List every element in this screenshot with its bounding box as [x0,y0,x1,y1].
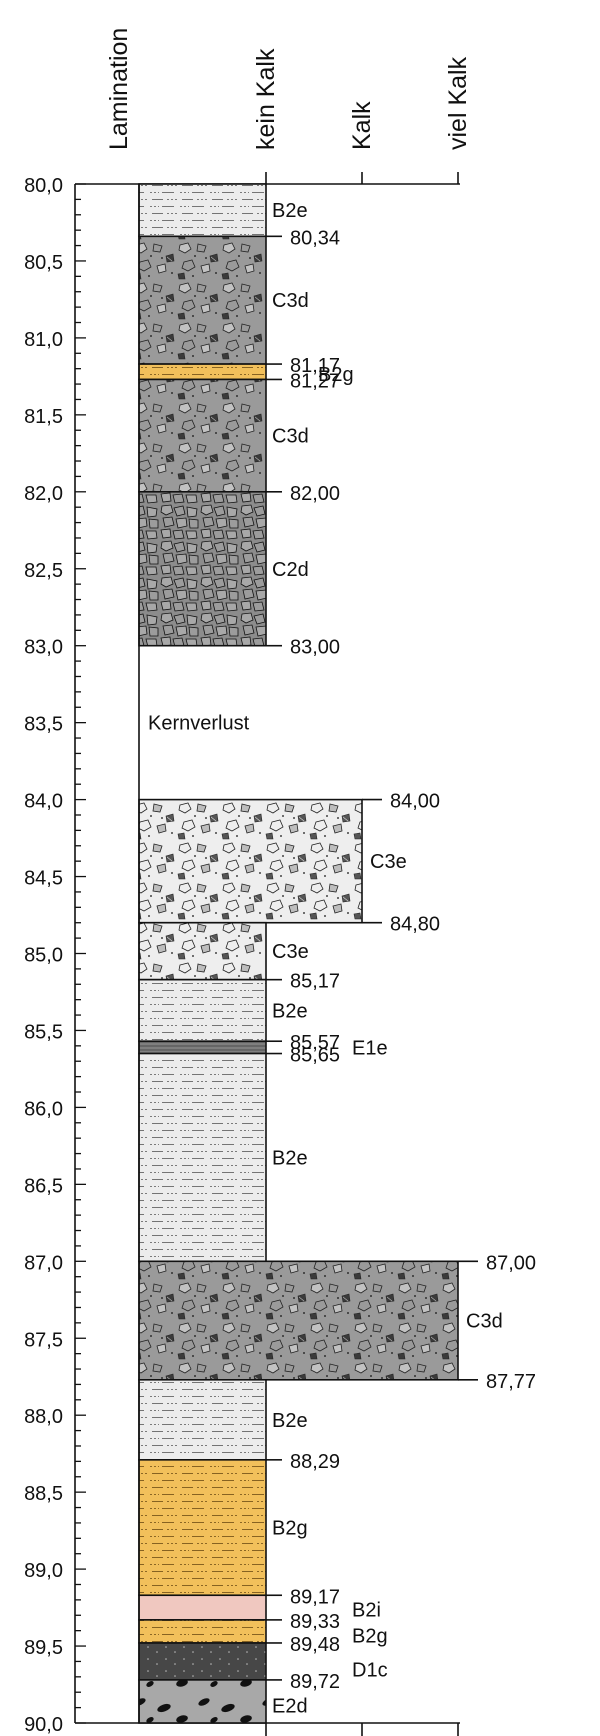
header-viel-kalk: viel Kalk [444,56,472,150]
layer-code-label: C3e [272,941,309,963]
boundary-depth-label: 87,00 [486,1252,536,1274]
depth-tick-label: 81,5 [24,406,63,428]
depth-labels: B2e80,34C3d81,17B2g81,27C3d82,00C2d83,00… [148,200,536,1717]
depth-tick-label: 86,5 [24,1175,63,1197]
boundary-depth-label: 85,57 [290,1032,340,1054]
depth-tick-label: 83,0 [24,637,63,659]
boundary-depth-label: 85,17 [290,971,340,993]
layer-d1c [138,1642,267,1681]
layer-code-label: D1c [352,1659,388,1681]
layer-b2g [138,1619,267,1644]
layer-code-label: C3d [466,1311,503,1333]
layer-code-label: B2e [272,1000,308,1022]
boundary-depth-label: 89,33 [290,1611,340,1633]
depth-tick-label: 88,5 [24,1483,63,1505]
boundary-depth-label: 84,80 [390,914,440,936]
layer-b2e [138,1379,267,1461]
layer-c3d [138,235,267,365]
layer-b2e [138,1052,267,1263]
layer-code-label: B2e [272,200,308,222]
depth-tick-label: 83,5 [24,714,63,736]
layer-e2d [138,1679,267,1724]
layer-code-label: E2d [272,1695,308,1717]
layer-code-label: B2e [272,1410,308,1432]
boundary-depth-label: 89,48 [290,1634,340,1656]
boundary-depth-label: 84,00 [390,791,440,813]
layer-code-label: B2g [352,1625,388,1647]
depth-tick-label: 88,0 [24,1406,63,1428]
header-kalk: Kalk [348,101,376,150]
depth-tick-label: 84,0 [24,791,63,813]
layer-column [138,183,459,1724]
boundary-depth-label: 88,29 [290,1451,340,1473]
depth-axis: 80,0 80,5 81,0 81,5 82,0 82,5 83,0 83,5 84,0 84,5… [24,175,86,1736]
layer-code-label: B2i [352,1600,381,1622]
layer-e1e [138,1040,267,1055]
depth-tick-label: 86,0 [24,1098,63,1120]
top-axis [75,172,460,185]
depth-tick-label: 90,0 [24,1714,63,1736]
layer-b2i [138,1594,267,1621]
layer-code-label: E1e [352,1037,388,1059]
depth-tick-label: 89,0 [24,1560,63,1582]
boundary-depth-label: 81,17 [290,355,340,377]
boundary-depth-label: 89,17 [290,1586,340,1608]
layer-c2d [138,490,267,647]
layer-c3d [138,378,267,493]
depth-tick-label: 80,5 [24,252,63,274]
core-loss-label: Kernverlust [148,713,250,735]
depth-tick-label: 89,5 [24,1637,63,1659]
layer-b2e [138,978,267,1043]
boundary-depth-label: 89,72 [290,1671,340,1693]
header-kein-kalk: kein Kalk [252,48,280,150]
layer-code-label: B2g [272,1518,308,1540]
layer-b2e [138,183,267,238]
layer-code-label: C2d [272,559,309,581]
depth-tick-label: 85,0 [24,945,63,967]
layer-code-label: B2e [272,1147,308,1169]
layer-b2g [138,1459,267,1597]
depth-tick-label: 87,5 [24,1329,63,1351]
depth-tick-label: 84,5 [24,868,63,890]
depth-tick-label: 82,5 [24,560,63,582]
layer-code-label: B2g [318,364,354,386]
boundary-depth-label: 87,77 [486,1371,536,1393]
boundary-depth-label: 82,00 [290,483,340,505]
layer-b2g [138,363,267,381]
depth-tick-label: 82,0 [24,483,63,505]
layer-c3e [138,798,363,924]
depth-tick-label: 80,0 [24,175,63,197]
boundary-depth-label: 81,27 [290,370,340,392]
layer-code-label: C3d [272,426,309,448]
depth-tick-label: 85,5 [24,1021,63,1043]
boundary-depth-label: 85,65 [290,1045,340,1067]
depth-tick-label: 87,0 [24,1252,63,1274]
boundary-depth-label: 83,00 [290,637,340,659]
bottom-axis [75,1722,460,1736]
layer-c3d [138,1260,459,1381]
boundary-depth-label: 80,34 [290,227,340,249]
header-lamination: Lamination [105,28,133,150]
depth-tick-label: 81,0 [24,329,63,351]
layer-code-label: C3e [370,851,407,873]
layer-c3e [138,921,267,981]
layer-code-label: C3d [272,290,309,312]
